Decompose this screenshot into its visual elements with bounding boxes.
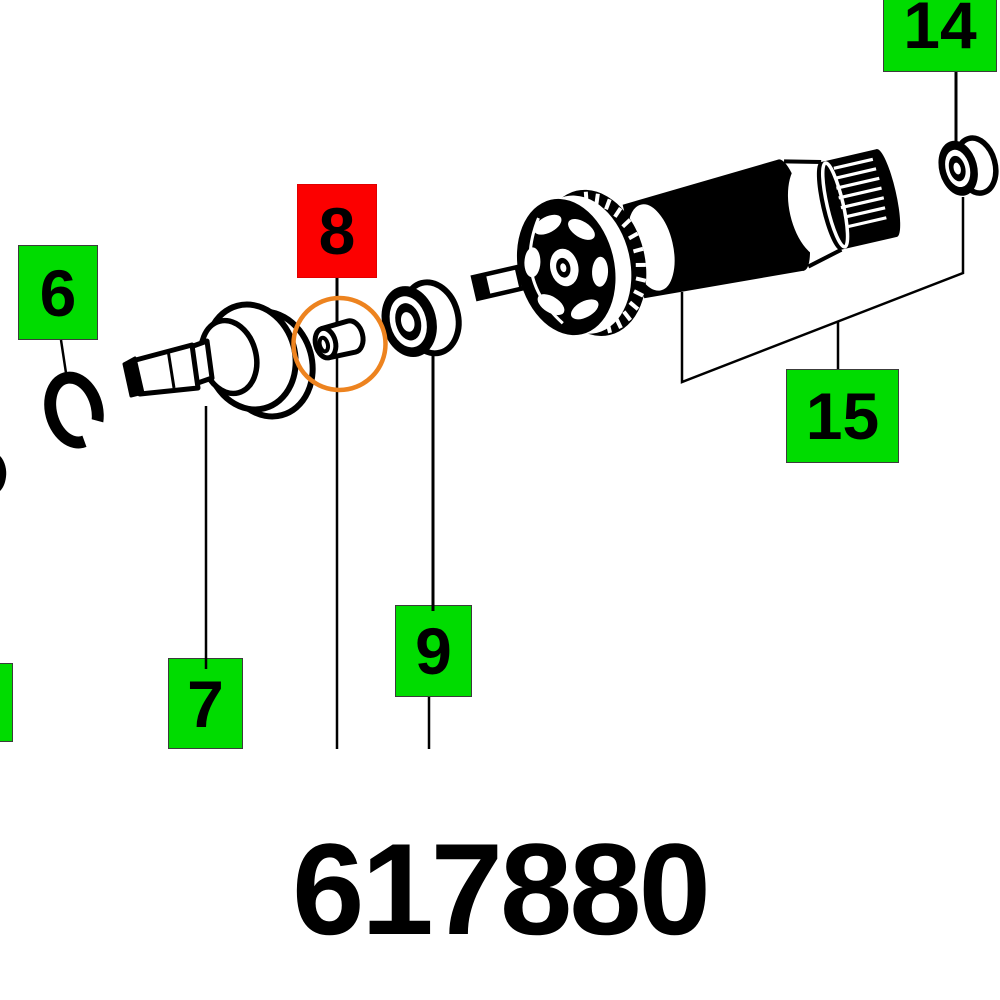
assembly-bracket-15	[680, 197, 965, 384]
part-label-9[interactable]: 9	[395, 605, 472, 697]
armature-assembly-part	[470, 149, 901, 336]
part-label-7[interactable]: 7	[168, 658, 243, 749]
retaining-ring-part	[44, 371, 104, 449]
part-label-6[interactable]: 6	[18, 245, 98, 340]
part-label-partial-left-edge[interactable]	[0, 663, 13, 742]
ball-bearing-small-part	[938, 135, 999, 196]
edge-partial-part	[0, 456, 7, 491]
part-label-6-number: 6	[39, 255, 77, 330]
fan-spoke-slots	[524, 214, 609, 320]
commutator-hatch	[833, 157, 887, 229]
ball-bearing-part	[381, 279, 462, 358]
gear-shaft-part	[122, 301, 316, 420]
part-label-8-number: 8	[318, 194, 356, 268]
selected-part-highlight-circle	[291, 295, 388, 393]
part-label-8-selected[interactable]: 8	[297, 184, 377, 278]
part-label-14-number: 14	[903, 0, 977, 62]
part-label-15-number: 15	[805, 379, 880, 453]
fan-teeth	[583, 191, 647, 334]
catalog-part-number: 617880	[292, 816, 711, 962]
part-label-15[interactable]: 15	[786, 369, 899, 463]
part-label-9-number: 9	[415, 614, 452, 688]
spacer-sleeve-part	[312, 318, 366, 361]
part-label-7-number: 7	[187, 666, 224, 741]
part-label-14[interactable]: 14	[883, 0, 997, 72]
fan-wheel	[516, 189, 647, 336]
